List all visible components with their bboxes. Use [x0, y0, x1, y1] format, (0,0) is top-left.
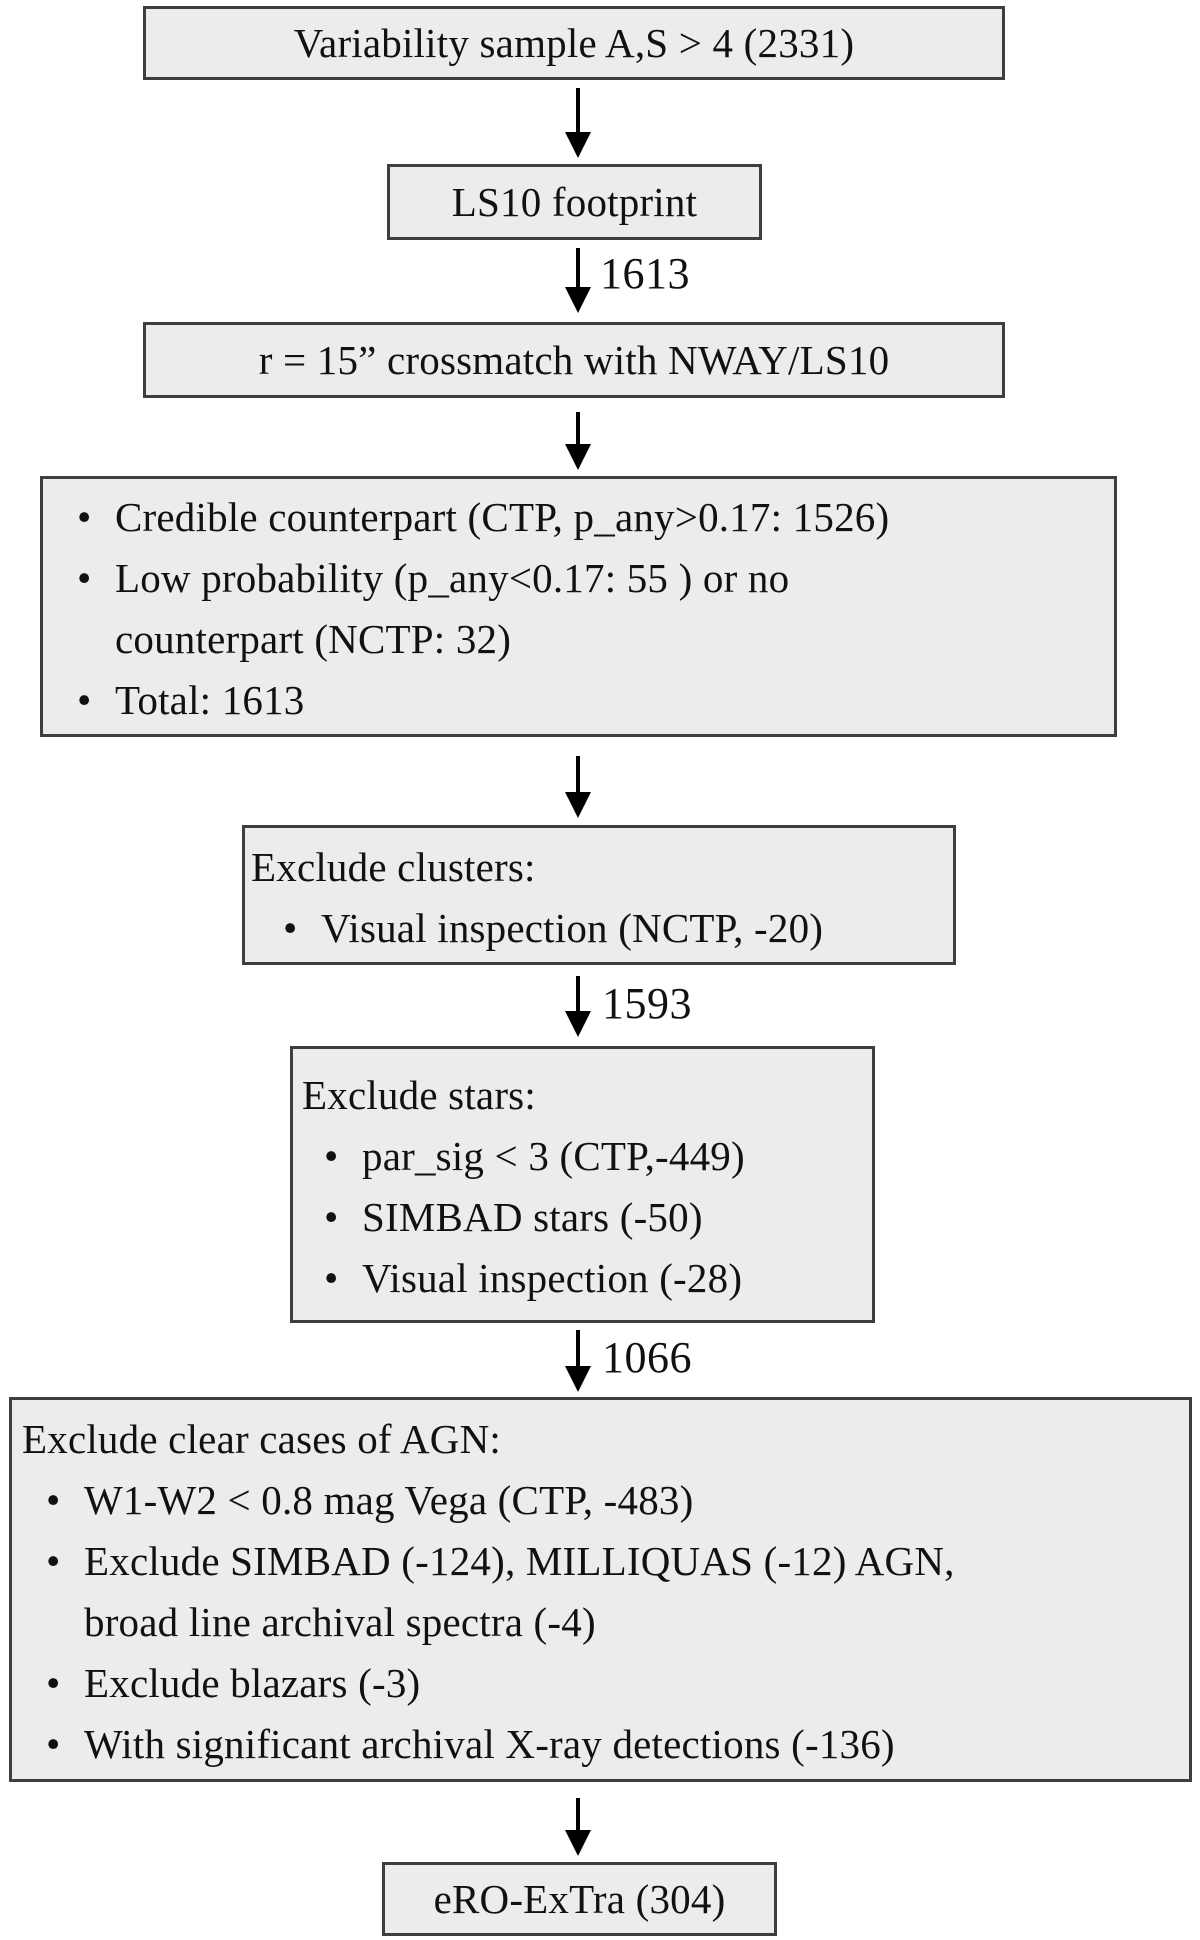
- arrow-to-exclude-clusters: [576, 756, 580, 792]
- bullet-icon: •: [77, 494, 92, 540]
- list-item: • Exclude SIMBAD (-124), MILLIQUAS (-12)…: [22, 1531, 1179, 1592]
- list-item: • Total: 1613: [61, 670, 1104, 731]
- bullet-icon: •: [324, 1255, 339, 1301]
- list-item: • Visual inspection (-28): [302, 1248, 862, 1309]
- arrow-to-ls10: [576, 88, 580, 132]
- list-item-text: W1-W2 < 0.8 mag Vega (CTP, -483): [84, 1477, 694, 1523]
- list-item-text: Exclude SIMBAD (-124), MILLIQUAS (-12) A…: [84, 1538, 955, 1584]
- bullet-icon: •: [324, 1133, 339, 1179]
- node-variability-sample-label: Variability sample A,S > 4 (2331): [293, 20, 855, 66]
- arrow-to-counterpart-summary: [576, 412, 580, 444]
- bullet-icon: •: [46, 1660, 61, 1706]
- arrow-to-final: [576, 1798, 580, 1830]
- bullet-icon: •: [46, 1538, 61, 1584]
- list-item: • W1-W2 < 0.8 mag Vega (CTP, -483): [22, 1470, 1179, 1531]
- node-heading: Exclude clear cases of AGN:: [22, 1416, 501, 1462]
- bullet-icon: •: [77, 677, 92, 723]
- node-crossmatch: r = 15” crossmatch with NWAY/LS10: [143, 322, 1005, 398]
- arrow-to-crossmatch: [576, 248, 580, 287]
- node-ls10-footprint-label: LS10 footprint: [451, 179, 698, 225]
- list-item-text: counterpart (NCTP: 32): [115, 616, 512, 662]
- node-ls10-footprint: LS10 footprint: [387, 164, 762, 240]
- arrow-count-label-1593: 1593: [602, 979, 692, 1028]
- node-exclude-clusters: Exclude clusters: • Visual inspection (N…: [242, 825, 956, 965]
- node-final-sample: eRO-ExTra (304): [382, 1862, 777, 1936]
- list-item: • With significant archival X-ray detect…: [22, 1714, 1179, 1775]
- list-item-text: SIMBAD stars (-50): [362, 1194, 703, 1240]
- list-item-continuation: broad line archival spectra (-4): [22, 1592, 1179, 1653]
- arrow-to-exclude-agn: [576, 1330, 580, 1366]
- arrow-count-label-1066: 1066: [602, 1333, 692, 1382]
- bullet-icon: •: [46, 1477, 61, 1523]
- node-counterpart-summary: • Credible counterpart (CTP, p_any>0.17:…: [40, 476, 1117, 737]
- node-final-sample-label: eRO-ExTra (304): [433, 1876, 726, 1922]
- list-item: • Visual inspection (NCTP, -20): [251, 898, 943, 959]
- node-exclude-stars: Exclude stars: • par_sig < 3 (CTP,-449) …: [290, 1046, 875, 1323]
- list-item-text: Low probability (p_any<0.17: 55 ) or no: [115, 555, 790, 601]
- list-item: • par_sig < 3 (CTP,-449): [302, 1126, 862, 1187]
- list-item-text: broad line archival spectra (-4): [84, 1599, 596, 1645]
- node-crossmatch-label: r = 15” crossmatch with NWAY/LS10: [258, 337, 890, 383]
- node-heading: Exclude clusters:: [251, 844, 536, 890]
- list-item-text: Exclude blazars (-3): [84, 1660, 421, 1706]
- node-heading: Exclude stars:: [302, 1072, 536, 1118]
- list-item: • SIMBAD stars (-50): [302, 1187, 862, 1248]
- bullet-icon: •: [324, 1194, 339, 1240]
- list-item: • Credible counterpart (CTP, p_any>0.17:…: [61, 487, 1104, 548]
- list-item-text: Visual inspection (NCTP, -20): [321, 905, 824, 951]
- node-exclude-agn: Exclude clear cases of AGN: • W1-W2 < 0.…: [9, 1397, 1192, 1782]
- list-item-text: Credible counterpart (CTP, p_any>0.17: 1…: [115, 494, 890, 540]
- list-item: • Low probability (p_any<0.17: 55 ) or n…: [61, 548, 1104, 609]
- bullet-icon: •: [283, 905, 298, 951]
- node-variability-sample: Variability sample A,S > 4 (2331): [143, 6, 1005, 80]
- bullet-icon: •: [77, 555, 92, 601]
- list-item-text: Total: 1613: [115, 677, 305, 723]
- bullet-icon: •: [46, 1721, 61, 1767]
- list-item-text: With significant archival X-ray detectio…: [84, 1721, 895, 1767]
- list-item-continuation: counterpart (NCTP: 32): [61, 609, 1104, 670]
- arrow-to-exclude-stars: [576, 976, 580, 1011]
- list-item: • Exclude blazars (-3): [22, 1653, 1179, 1714]
- list-item-text: Visual inspection (-28): [362, 1255, 743, 1301]
- list-item-text: par_sig < 3 (CTP,-449): [362, 1133, 745, 1179]
- arrow-count-label-1613: 1613: [600, 249, 690, 298]
